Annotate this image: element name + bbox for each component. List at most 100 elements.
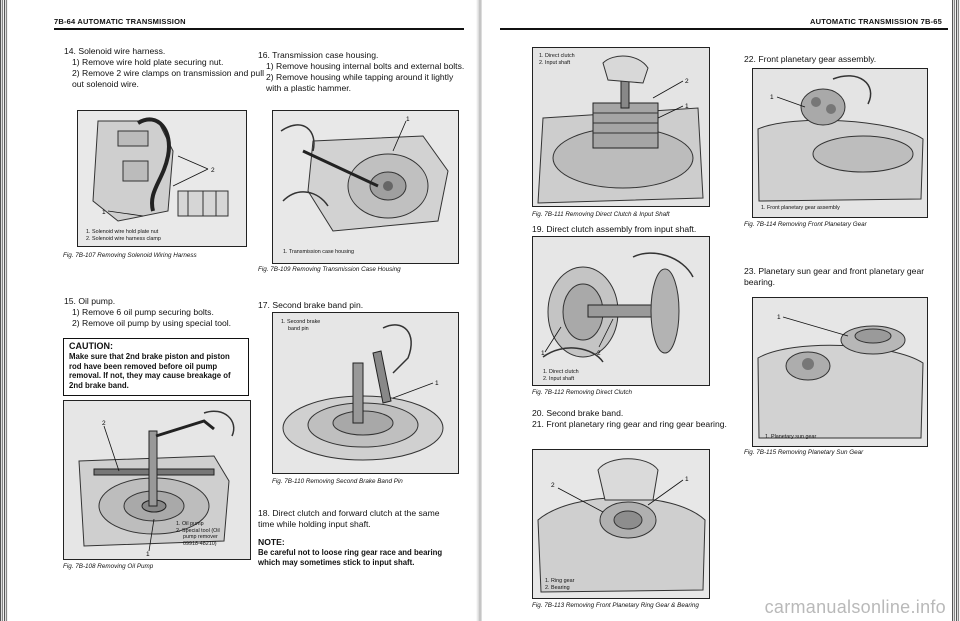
figure-114-caption: Fig. 7B-114 Removing Front Planetary Gea… — [744, 221, 867, 228]
legend-item: 1. Oil pump — [176, 521, 204, 527]
page-header-right: AUTOMATIC TRANSMISSION 7B-65 — [810, 17, 942, 26]
figure-107: 1 2 1. Solenoid wire hold plate nut 2. S… — [77, 110, 247, 247]
figure-114-illustration: 1 — [753, 69, 927, 217]
figure-115: 1 1. Planetary sun gear — [752, 297, 928, 447]
figure-legend: 1. Direct clutch 2. Input shaft — [539, 53, 575, 66]
step-23: 23. Planetary sun gear and front planeta… — [744, 266, 944, 288]
header-rule — [500, 28, 948, 30]
figure-110-caption: Fig. 7B-110 Removing Second Brake Band P… — [272, 478, 403, 485]
legend-item: 1. Solenoid wire hold plate nut — [86, 229, 159, 235]
figure-109-caption: Fig. 7B-109 Removing Transmission Case H… — [258, 266, 401, 273]
callout-2: 2 — [211, 167, 215, 174]
figure-115-caption: Fig. 7B-115 Removing Planetary Sun Gear — [744, 449, 864, 456]
figure-110: 1 1. Second brake band pin — [272, 312, 459, 474]
figure-legend: 1. Second brake band pin — [281, 319, 320, 332]
figure-legend: 1. Transmission case housing — [283, 249, 354, 256]
legend-item: 1. Second brake — [281, 319, 321, 325]
legend-item: 1. Direct clutch — [543, 369, 579, 375]
step-15: 15. Oil pump. 1) Remove 6 oil pump secur… — [64, 296, 264, 329]
step-title: 17. Second brake band pin. — [258, 300, 364, 310]
callout-2: 2 — [597, 350, 601, 357]
legend-item: pump remover — [183, 534, 218, 540]
page-edge-stack — [952, 0, 960, 621]
figure-legend: 1. Front planetary gear assembly — [761, 205, 840, 212]
figure-108-illustration: 2 1 — [64, 401, 250, 559]
legend-item: 2. Input shaft — [543, 375, 575, 382]
figure-107-illustration: 1 2 — [78, 111, 246, 246]
figure-108: 2 1 1. Oil pump 2. Special tool (Oil pum… — [63, 400, 251, 560]
figure-111-illustration: 2 1 — [533, 48, 709, 206]
figure-114: 1 1. Front planetary gear assembly — [752, 68, 928, 218]
substep: 2) Remove 2 wire clamps on transmission … — [72, 68, 265, 89]
callout-1: 1 — [102, 209, 106, 216]
substep: 2) Remove housing while tapping around i… — [266, 72, 454, 93]
step-title: 21. Front planetary ring gear and ring g… — [532, 419, 727, 429]
figure-legend: 1. Oil pump 2. Special tool (Oil pump re… — [176, 521, 220, 547]
callout-1: 1 — [435, 380, 439, 387]
figure-110-illustration: 1 — [273, 313, 458, 473]
header-rule — [54, 28, 464, 30]
step-title: 14. Solenoid wire harness. — [64, 46, 166, 56]
figure-112-caption: Fig. 7B-112 Removing Direct Clutch — [532, 389, 632, 396]
figure-legend: 1. Planetary sun gear — [765, 434, 816, 441]
figure-107-caption: Fig. 7B-107 Removing Solenoid Wiring Har… — [63, 252, 197, 259]
callout-1: 1 — [541, 350, 545, 357]
figure-109-illustration: 1 — [273, 111, 458, 263]
substep: 1) Remove housing internal bolts and ext… — [266, 61, 465, 71]
step-21: 21. Front planetary ring gear and ring g… — [532, 419, 744, 430]
step-22: 22. Front planetary gear assembly. — [744, 54, 944, 65]
caution-box: CAUTION: Make sure that 2nd brake piston… — [63, 338, 249, 396]
legend-item: 1. Direct clutch — [539, 53, 575, 59]
caution-title: CAUTION: — [69, 341, 113, 351]
step-title: 19. Direct clutch assembly from input sh… — [532, 224, 697, 234]
figure-113-caption: Fig. 7B-113 Removing Front Planetary Rin… — [532, 602, 699, 609]
note-text: Be careful not to loose ring gear race a… — [258, 548, 443, 567]
legend-item: 1. Ring gear — [545, 578, 575, 584]
figure-112-illustration: 1 2 — [533, 237, 709, 385]
figure-113-illustration: 2 1 — [533, 450, 709, 598]
legend-item: 1. Transmission case housing — [283, 249, 355, 255]
figure-108-caption: Fig. 7B-108 Removing Oil Pump — [63, 563, 154, 570]
step-14: 14. Solenoid wire harness. 1) Remove wir… — [64, 46, 264, 90]
watermark: carmanualsonline.info — [764, 597, 946, 617]
step-16: 16. Transmission case housing. 1) Remove… — [258, 50, 468, 94]
legend-item: 09918-48210) — [183, 540, 217, 547]
figure-113: 2 1 1. Ring gear 2. Bearing — [532, 449, 710, 599]
note-title: NOTE: — [258, 537, 285, 547]
substep: 1) Remove 6 oil pump securing bolts. — [72, 307, 214, 317]
callout-1: 1 — [770, 94, 774, 101]
figure-legend: 1. Ring gear 2. Bearing — [545, 578, 574, 591]
right-page: AUTOMATIC TRANSMISSION 7B-65 2 1 1. Dire… — [482, 0, 960, 621]
figure-109: 1 1. Transmission case housing — [272, 110, 459, 264]
callout-2: 2 — [551, 482, 555, 489]
step-title: 22. Front planetary gear assembly. — [744, 54, 877, 64]
book-binding — [476, 0, 484, 621]
legend-item: band pin — [288, 325, 309, 332]
legend-item: 1. Planetary sun gear — [765, 434, 817, 440]
figure-legend: 1. Direct clutch 2. Input shaft — [543, 369, 579, 382]
step-17: 17. Second brake band pin. — [258, 300, 468, 311]
legend-item: 2. Solenoid wire harness clamp — [86, 235, 161, 242]
legend-item: 2. Special tool (Oil — [176, 527, 220, 534]
figure-115-illustration: 1 — [753, 298, 927, 446]
callout-2: 2 — [685, 78, 689, 85]
step-title: 16. Transmission case housing. — [258, 50, 379, 60]
figure-111: 2 1 1. Direct clutch 2. Input shaft — [532, 47, 710, 207]
legend-item: 2. Input shaft — [539, 59, 571, 66]
step-title: 15. Oil pump. — [64, 296, 116, 306]
left-page: 7B-64 AUTOMATIC TRANSMISSION 14. Solenoi… — [0, 0, 478, 621]
step-18: 18. Direct clutch and forward clutch at … — [258, 508, 458, 530]
substep: 2) Remove oil pump by using special tool… — [72, 318, 232, 328]
legend-item: 1. Front planetary gear assembly — [761, 205, 840, 211]
step-title: 20. Second brake band. — [532, 408, 624, 418]
figure-112: 1 2 1. Direct clutch 2. Input shaft — [532, 236, 710, 386]
substep: 1) Remove wire hold plate securing nut. — [72, 57, 224, 67]
callout-2: 2 — [102, 420, 106, 427]
callout-1: 1 — [146, 551, 150, 558]
step-title: 23. Planetary sun gear and front planeta… — [744, 266, 925, 287]
legend-item: 2. Bearing — [545, 584, 570, 591]
page-edge-stack — [0, 0, 8, 621]
callout-1: 1 — [777, 314, 781, 321]
figure-111-caption: Fig. 7B-111 Removing Direct Clutch & Inp… — [532, 211, 670, 218]
callout-1: 1 — [685, 103, 689, 110]
